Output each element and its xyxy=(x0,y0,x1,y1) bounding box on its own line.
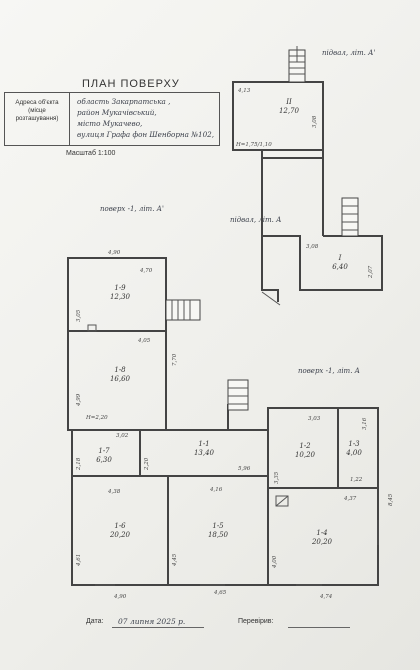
room-label: 1-2 xyxy=(299,442,311,450)
address-line: вулиця Графа фон Шенборна №102, xyxy=(77,130,215,139)
room-area: 10,20 xyxy=(295,451,316,459)
room-label: 1-5 xyxy=(212,522,224,530)
dimension-label: 4,38 xyxy=(107,489,121,495)
address-label-line: (місце xyxy=(28,107,46,114)
label-floor-right: поверх -1, літ. А xyxy=(298,367,360,375)
room-label: 1-3 xyxy=(348,440,360,448)
dimension-label: 4,05 xyxy=(137,338,151,344)
date-label: Дата: xyxy=(86,618,104,625)
label-basement-top: підвал, літ. А' xyxy=(322,49,376,57)
dimension-label: 3,02 xyxy=(116,433,129,439)
dimension-label: 4,65 xyxy=(213,590,227,596)
stair-top xyxy=(288,46,306,83)
dimension-label: 3,03 xyxy=(308,416,321,422)
dimension-label: 7,70 xyxy=(172,353,178,366)
room-label: 1-8 xyxy=(114,366,126,374)
label-basement-mid: підвал, літ. А xyxy=(230,216,282,224)
address-label-line: Адреса об'єкта xyxy=(15,99,59,106)
room-area: 20,20 xyxy=(311,538,333,546)
room-label: 1-1 xyxy=(198,440,209,448)
address-line: район Мукачівський, xyxy=(77,108,157,117)
dimension-label: 3,05 xyxy=(76,309,82,322)
dimension-label: H=1,75/1,10 xyxy=(235,142,272,148)
room-area: 16,60 xyxy=(110,375,131,383)
stair-left xyxy=(165,299,201,321)
plan-title: ПЛАН ПОВЕРХУ xyxy=(82,78,180,90)
dimension-label: 4,13 xyxy=(237,88,251,94)
stair-center xyxy=(227,379,249,411)
room-area: 12,70 xyxy=(279,107,300,115)
room-area: 20,20 xyxy=(109,531,131,539)
left-block xyxy=(67,257,167,431)
address-line: місто Мукачево, xyxy=(77,119,143,128)
signature-line xyxy=(288,627,350,628)
room-label: 1-4 xyxy=(316,529,327,537)
room-area: 12,30 xyxy=(110,293,131,301)
room-label: 1-7 xyxy=(98,447,110,455)
room-area: 4,00 xyxy=(345,449,362,457)
dimension-label: 8,45 xyxy=(388,493,394,506)
main-block xyxy=(71,407,379,586)
room-area: 13,40 xyxy=(194,449,215,457)
dimension-label: 3,35 xyxy=(274,471,280,484)
dimension-label: 4,99 xyxy=(76,393,82,407)
room-label: II xyxy=(285,98,292,106)
scale-label: Масштаб 1:100 xyxy=(66,150,116,157)
dimension-label: 1,22 xyxy=(350,477,363,483)
checked-label: Перевірив: xyxy=(238,618,274,625)
dimension-label: 4,90 xyxy=(113,594,127,600)
dimension-label: 3,08 xyxy=(312,115,318,128)
room-area: 6,40 xyxy=(332,263,348,271)
window-markers xyxy=(95,520,379,586)
basement-room-II xyxy=(232,81,324,236)
address-line: область Закарпатська , xyxy=(77,97,171,106)
dimension-label: 2,18 xyxy=(76,457,82,471)
dimension-label: 4,74 xyxy=(319,594,333,600)
dimension-label: 3,08 xyxy=(306,244,319,250)
room-label: 1-9 xyxy=(114,284,126,292)
room-label: I xyxy=(338,254,342,262)
label-floor-left: поверх -1, літ. А' xyxy=(100,205,164,213)
dimension-label: 4,00 xyxy=(272,555,278,569)
date-underline xyxy=(112,627,204,628)
room-label: 1-6 xyxy=(114,522,126,530)
basement-room-I xyxy=(261,197,383,306)
dimension-label: 4,90 xyxy=(107,250,121,256)
address-table: Адреса об'єкта (місце розташування) обла… xyxy=(4,92,220,146)
address-label-cell: Адреса об'єкта (місце розташування) xyxy=(5,93,70,145)
address-value-cell: область Закарпатська , район Мукачівськи… xyxy=(77,96,214,140)
address-label-line: розташування) xyxy=(15,115,59,122)
dimension-label: 4,61 xyxy=(76,554,82,567)
dimension-label: 2,20 xyxy=(144,457,150,471)
dimension-label: 5,96 xyxy=(238,466,251,472)
dimension-label: 4,37 xyxy=(343,496,357,502)
dimension-label: 3,16 xyxy=(362,417,368,430)
dimension-label: 2,07 xyxy=(368,265,374,279)
dimension-label: H=2,20 xyxy=(85,415,108,421)
dimension-label: 4,16 xyxy=(209,487,223,493)
room-area: 18,50 xyxy=(208,531,229,539)
room-area: 6,30 xyxy=(96,456,112,464)
dimension-label: 4,70 xyxy=(139,268,153,274)
dimension-label: 4,45 xyxy=(172,553,178,567)
date-value: 07 липня 2025 р. xyxy=(118,617,186,626)
